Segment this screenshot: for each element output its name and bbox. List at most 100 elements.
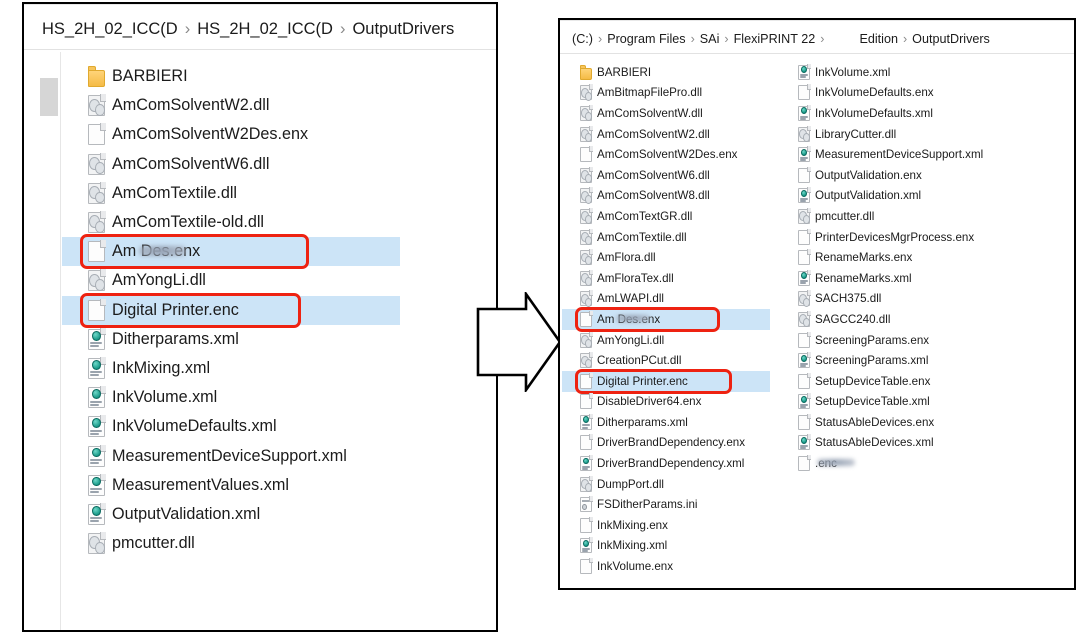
file-row[interactable]: ScreeningParams.enx [790,330,1020,351]
right-breadcrumb[interactable]: (C:)›Program Files›SAi›FlexiPRINT 22› Ed… [572,28,990,50]
left-breadcrumb[interactable]: HS_2H_02_ICC(D › HS_2H_02_ICC(D › OutputDriv… [42,14,454,44]
file-row[interactable]: SetupDeviceTable.xml [790,392,1020,413]
file-row[interactable]: ScreeningParams.xml [790,350,1020,371]
file-row[interactable]: SACH375.dll [790,289,1020,310]
blank-file-icon [798,84,811,101]
file-row[interactable]: MeasurementDeviceSupport.xml [790,144,1020,165]
dll-file-icon [798,310,811,328]
file-name-label: LibraryCutter.dll [815,127,897,141]
file-row[interactable]: AmComSolventW.dll [562,103,770,124]
file-row[interactable]: MeasurementDeviceSupport.xml [62,441,400,470]
file-row[interactable]: RenameMarks.xml [790,268,1020,289]
file-row[interactable]: MeasurementValues.xml [62,471,400,500]
left-tree-divider [60,52,61,630]
file-row[interactable]: DumpPort.dll [562,474,770,495]
breadcrumb-part[interactable]: (C:) [572,32,593,46]
file-row[interactable]: InkMixing.xml [562,536,770,557]
file-row[interactable]: InkVolume.xml [790,62,1020,83]
file-row[interactable]: AmComSolventW8.dll [562,186,770,207]
file-row[interactable]: InkVolume.xml [62,383,400,412]
breadcrumb-part[interactable]: OutputDrivers [352,19,455,38]
file-row[interactable]: StatusAbleDevices.enx [790,412,1020,433]
breadcrumb-part[interactable]: HS_2H_02_ICC(D [197,19,333,38]
file-row[interactable]: AmComTextile-old.dll [62,208,400,237]
file-row[interactable]: pmcutter.dll [790,206,1020,227]
file-name-label: AmComSolventW2.dll [597,127,710,141]
file-name-label: RenameMarks.enx [815,251,913,265]
file-row[interactable]: AmBitmapFilePro.dll [562,83,770,104]
file-row[interactable]: AmYongLi.dll [62,266,400,295]
file-row[interactable]: PrinterDevicesMgrProcess.enx [790,227,1020,248]
breadcrumb-part[interactable]: FlexiPRINT 22 [733,32,816,46]
file-row[interactable]: .enc [790,453,1020,474]
left-explorer-panel: HS_2H_02_ICC(D › HS_2H_02_ICC(D › OutputDriv… [22,2,498,632]
breadcrumb-separator-icon: › [339,19,346,38]
file-name-label: OutputValidation.enx [815,168,922,182]
file-row[interactable]: LibraryCutter.dll [790,124,1020,145]
file-row[interactable]: CreationPCut.dll [562,350,770,371]
breadcrumb-part[interactable]: HS_2H_02_ICC(D [42,19,178,38]
address-bar-top-rule [560,20,1074,21]
file-row[interactable]: OutputValidation.enx [790,165,1020,186]
file-row[interactable]: DriverBrandDependency.enx [562,433,770,454]
file-row[interactable]: AmComSolventW2.dll [62,91,400,120]
arrow-shape [476,292,562,392]
file-row[interactable]: InkMixing.enx [562,515,770,536]
file-row[interactable]: AmYongLi.dll [562,330,770,351]
file-row-highlighted[interactable]: Digital Printer.enc [62,295,400,325]
file-row-highlighted[interactable]: Am Des.enx [562,309,770,330]
file-row[interactable]: AmComSolventW2Des.enx [562,144,770,165]
blank-file-icon [580,516,593,533]
breadcrumb-part[interactable]: Edition [859,32,898,46]
file-row-highlighted[interactable]: Am Des.enx [62,237,400,267]
breadcrumb-part[interactable]: OutputDrivers [912,32,990,46]
ini-file-icon [580,496,593,513]
breadcrumb-separator-icon: › [184,19,191,38]
breadcrumb-part[interactable]: SAi [699,32,720,46]
file-row[interactable]: InkVolumeDefaults.xml [790,103,1020,124]
file-name-label: CreationPCut.dll [597,354,682,368]
file-row[interactable]: FSDitherParams.ini [562,494,770,515]
file-row[interactable]: AmComSolventW2Des.enx [62,120,400,149]
file-row[interactable]: SetupDeviceTable.enx [790,371,1020,392]
file-name-label: AmYongLi.dll [112,271,206,290]
file-row[interactable]: AmComSolventW6.dll [62,150,400,179]
file-row-highlighted[interactable]: Digital Printer.enc [562,370,770,392]
file-row[interactable]: InkMixing.xml [62,354,400,383]
file-name-label: AmComSolventW.dll [597,106,703,120]
file-row[interactable]: pmcutter.dll [62,529,400,558]
file-row[interactable]: AmComTextGR.dll [562,206,770,227]
file-row[interactable]: RenameMarks.enx [790,247,1020,268]
file-row[interactable]: BARBIERI [562,62,770,83]
file-row[interactable]: Ditherparams.xml [562,412,770,433]
left-address-bar[interactable]: HS_2H_02_ICC(D › HS_2H_02_ICC(D › OutputDriv… [24,4,496,50]
dll-file-icon [580,331,593,348]
file-row[interactable]: AmComTextile.dll [62,179,400,208]
right-address-bar[interactable]: (C:)›Program Files›SAi›FlexiPRINT 22› Ed… [560,20,1074,54]
file-row[interactable]: StatusAbleDevices.xml [790,433,1020,454]
file-row[interactable]: Ditherparams.xml [62,325,400,354]
breadcrumb-part[interactable]: Program Files [607,32,686,46]
file-row[interactable]: OutputValidation.xml [62,500,400,529]
file-row[interactable]: AmLWAPI.dll [562,289,770,310]
xml-file-icon [798,146,811,163]
file-row[interactable]: InkVolumeDefaults.enx [790,83,1020,104]
file-row[interactable]: InkVolumeDefaults.xml [62,412,400,441]
file-row[interactable]: AmComTextile.dll [562,227,770,248]
file-row[interactable]: AmFloraTex.dll [562,268,770,289]
file-row[interactable]: DisableDriver64.enx [562,392,770,413]
file-row[interactable]: OutputValidation.xml [790,186,1020,207]
file-row[interactable]: AmComSolventW6.dll [562,165,770,186]
file-row[interactable]: BARBIERI [62,62,400,91]
file-row[interactable]: InkVolume.enx [562,556,770,577]
file-row[interactable]: DriverBrandDependency.xml [562,453,770,474]
file-name-label: InkMixing.enx [597,518,668,532]
breadcrumb-separator-icon: › [597,32,603,46]
file-row[interactable]: AmFlora.dll [562,247,770,268]
file-row[interactable]: SAGCC240.dll [790,309,1020,330]
file-row[interactable]: AmComSolventW2.dll [562,124,770,145]
file-name-label: AmComTextile.dll [597,230,687,244]
